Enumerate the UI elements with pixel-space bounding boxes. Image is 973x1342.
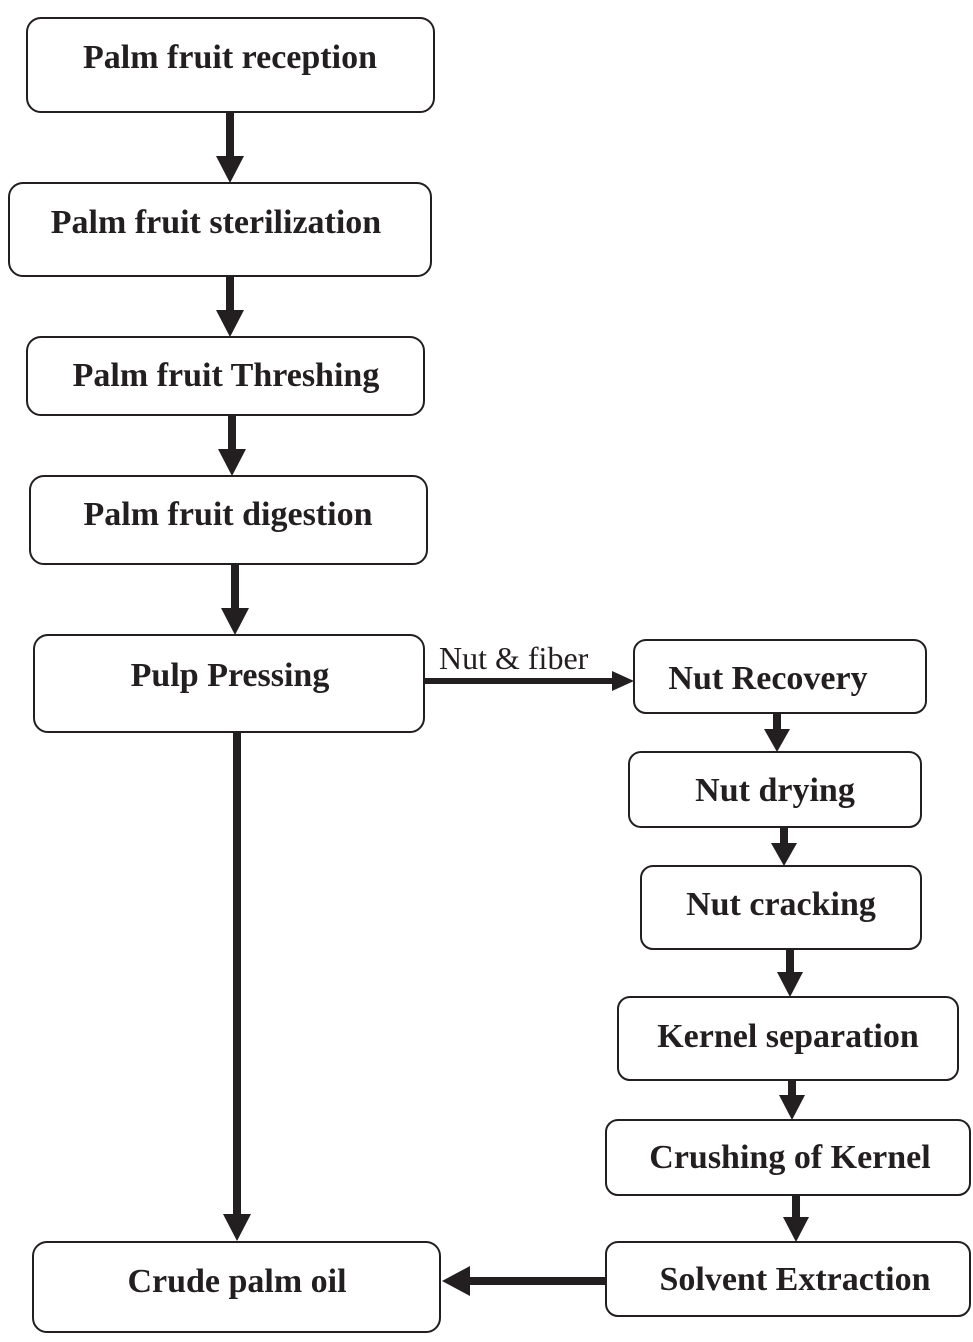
node-label-solvent: Solvent Extraction [659,1261,930,1298]
node-nut-drying: Nut drying [628,751,922,828]
arrow-solvent-to-crude-oil [442,1266,606,1296]
arrow-separation-to-crushing [779,1080,805,1120]
arrow-drying-to-cracking [771,827,797,866]
arrow-crushing-to-solvent [783,1195,809,1242]
node-palm-fruit-threshing: Palm fruit Threshing [26,336,425,416]
node-palm-fruit-sterilization: Palm fruit sterilization [8,182,432,277]
arrow-pressing-to-nut-recovery [424,671,634,691]
node-label-digestion: Palm fruit digestion [84,496,373,533]
node-label-sterilization: Palm fruit sterilization [51,204,382,241]
node-crude-palm-oil: Crude palm oil [32,1241,441,1333]
arrow-pressing-to-crude-oil [223,732,251,1241]
node-label-nut-recovery: Nut Recovery [668,660,867,697]
node-palm-fruit-reception: Palm fruit reception [26,17,435,113]
node-pulp-pressing: Pulp Pressing [33,634,425,733]
node-label-nut-cracking: Nut cracking [686,886,876,923]
node-label-crushing: Crushing of Kernel [649,1139,930,1176]
node-label-kernel-separation: Kernel separation [657,1018,919,1055]
arrow-nut-recovery-to-drying [764,713,790,752]
node-label-pressing: Pulp Pressing [131,657,330,694]
node-label-reception: Palm fruit reception [83,39,377,76]
arrow-threshing-to-digestion [218,415,246,476]
edge-label-nut-fiber: Nut & fiber [439,640,589,676]
arrow-reception-to-sterilization [216,112,244,183]
arrow-digestion-to-pressing [221,564,249,635]
node-label-threshing: Palm fruit Threshing [73,357,380,394]
node-palm-fruit-digestion: Palm fruit digestion [29,475,428,565]
node-crushing-of-kernel: Crushing of Kernel [605,1119,971,1196]
node-label-crude-oil: Crude palm oil [127,1263,346,1300]
arrow-sterilization-to-threshing [216,276,244,337]
arrow-cracking-to-separation [777,949,803,997]
node-nut-recovery: Nut Recovery [633,639,927,714]
node-solvent-extraction: Solvent Extraction [605,1241,971,1317]
node-label-nut-drying: Nut drying [695,772,855,809]
node-kernel-separation: Kernel separation [617,996,959,1081]
node-nut-cracking: Nut cracking [640,865,922,950]
